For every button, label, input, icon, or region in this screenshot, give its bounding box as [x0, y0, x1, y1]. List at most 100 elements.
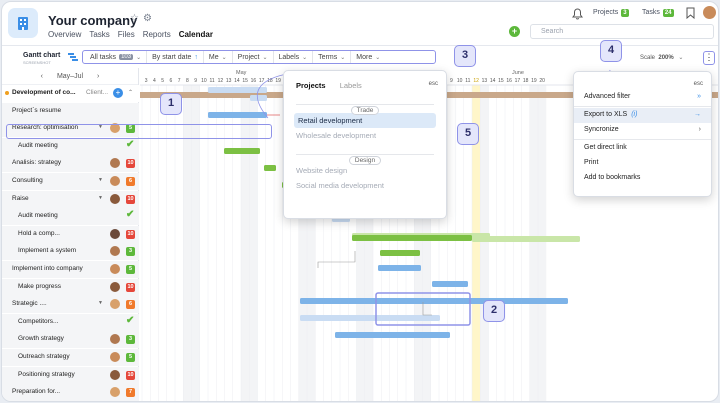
filter-terms[interactable]: Terms⌄ [313, 51, 352, 63]
gantt-view-icon[interactable] [68, 53, 78, 61]
task-bar[interactable] [208, 112, 267, 118]
chevron-down-icon[interactable]: ▼ [98, 300, 103, 307]
assignee-avatar[interactable] [110, 352, 120, 362]
more-options-button[interactable]: ⋮ [703, 51, 715, 65]
chevron-left-icon[interactable]: ‹ [40, 72, 43, 80]
bookmark-icon[interactable] [686, 7, 695, 19]
company-logo[interactable] [8, 8, 38, 38]
task-bar[interactable] [472, 236, 580, 242]
filter-by-start-date[interactable]: By start date↑ [147, 51, 204, 63]
menu-item-syncronize[interactable]: Syncronize› [574, 123, 711, 138]
info-icon[interactable]: (i) [631, 111, 638, 118]
month-navigator: ‹ May–Jul › [2, 68, 138, 85]
add-icon[interactable]: + [509, 26, 520, 37]
task-row[interactable]: Hold a comp...10 [2, 225, 139, 243]
filter-me[interactable]: Me⌄ [204, 51, 233, 63]
assignee-avatar[interactable] [110, 193, 120, 204]
assignee-avatar[interactable] [110, 334, 120, 345]
task-row[interactable]: Audit meeting✔ [2, 208, 139, 226]
assignee-avatar[interactable] [110, 299, 120, 310]
project-option[interactable]: Wholesale development [296, 131, 377, 140]
assignee-avatar[interactable] [110, 123, 120, 134]
task-bar[interactable] [208, 87, 267, 93]
priority-badge: 10 [126, 159, 135, 169]
task-name: Research: optimisation [12, 124, 79, 132]
menu-item-get-direct-link[interactable]: Get direct link [574, 141, 711, 156]
assignee-avatar[interactable] [110, 387, 120, 398]
task-bar[interactable] [352, 235, 472, 241]
assignee-avatar[interactable] [110, 158, 120, 169]
callout-1: 1 [160, 93, 182, 115]
task-bar[interactable] [300, 315, 440, 321]
add-task-icon[interactable]: + [113, 88, 123, 98]
assignee-avatar[interactable] [110, 176, 120, 186]
task-bar[interactable] [432, 281, 468, 287]
menu-esc[interactable]: esc [693, 81, 703, 87]
popup-esc[interactable]: esc [428, 81, 438, 87]
search-input[interactable]: Search [530, 24, 714, 39]
chevron-down-icon[interactable]: ▼ [98, 177, 103, 183]
tab-projects[interactable]: Projects [296, 81, 326, 90]
project-option[interactable]: Social media development [296, 181, 384, 190]
assignee-avatar[interactable] [110, 246, 120, 257]
filter-labels[interactable]: Labels⌄ [274, 51, 314, 63]
star-icon[interactable]: ☆ [130, 13, 139, 24]
task-bar[interactable] [300, 298, 568, 304]
tab-labels[interactable]: Labels [339, 81, 362, 90]
day-label: 13 [482, 78, 488, 84]
task-row[interactable]: Raise▼10 [2, 190, 139, 208]
nav-overview[interactable]: Overview [48, 30, 82, 39]
task-name: Growth strategy [18, 335, 64, 343]
menu-item-print[interactable]: Print [574, 156, 711, 171]
menu-item-add-to-bookmarks[interactable]: Add to bookmarks [574, 171, 711, 186]
project-row[interactable]: Development of co...Client...+⌃ [2, 85, 139, 102]
task-row[interactable]: Consulting▼6 [2, 173, 139, 190]
filter-more[interactable]: More⌄ [351, 51, 385, 63]
filter-label: Labels [278, 53, 300, 61]
menu-item-export-to-xls[interactable]: Export to XLS(i)→ [574, 108, 711, 123]
chevron-down-icon[interactable]: ▼ [98, 124, 103, 131]
assignee-avatar[interactable] [110, 264, 120, 274]
task-row[interactable]: Competitors...✔ [2, 313, 139, 331]
nav-files[interactable]: Files [117, 30, 135, 39]
task-row[interactable]: Strategic ....▼6 [2, 296, 139, 314]
assignee-avatar[interactable] [110, 228, 120, 239]
task-row[interactable]: Preparation for...7 [2, 384, 139, 401]
gear-icon[interactable]: ⚙ [143, 13, 152, 24]
priority-badge: 3 [126, 247, 135, 257]
task-bar[interactable] [250, 95, 267, 101]
nav-tasks[interactable]: Tasks [89, 30, 110, 39]
task-row[interactable]: Audit meeting✔ [2, 137, 139, 155]
bell-icon[interactable] [572, 8, 583, 20]
project-option[interactable]: Retail development [294, 113, 436, 128]
nav-calendar[interactable]: Calendar [178, 30, 213, 39]
task-bar[interactable] [335, 332, 450, 338]
chevron-right-icon[interactable]: › [97, 72, 100, 80]
project-option[interactable]: Website design [296, 166, 348, 175]
filter-project[interactable]: Project⌄ [233, 51, 274, 63]
chevron-down-icon[interactable]: ▼ [98, 194, 103, 201]
menu-item-advanced-filter[interactable]: Advanced filter» [574, 90, 711, 105]
scale-control[interactable]: Scale 200% ⌄ [640, 54, 683, 61]
task-bar[interactable] [380, 250, 420, 256]
task-row[interactable]: Project`s resume [2, 102, 139, 120]
user-avatar[interactable] [703, 6, 716, 19]
task-bar[interactable] [224, 148, 260, 154]
task-bar[interactable] [378, 265, 421, 271]
nav-reports[interactable]: Reports [142, 30, 171, 39]
assignee-avatar[interactable] [110, 281, 120, 292]
task-bar[interactable] [264, 165, 276, 171]
assignee-avatar[interactable] [110, 369, 120, 380]
collapse-icon[interactable]: ⌃ [128, 90, 134, 96]
